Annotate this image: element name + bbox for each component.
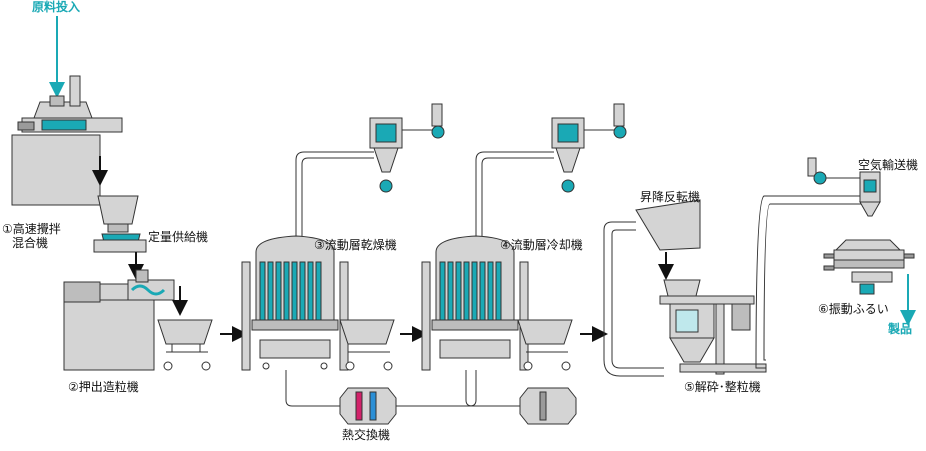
extrusion-granulator: [63, 269, 175, 371]
product-label: 製品: [888, 322, 913, 336]
transfer-cart-3: [517, 319, 573, 371]
heat-exchanger: [339, 387, 397, 425]
extruder-label: ②押出造粒機: [68, 380, 139, 394]
dryer-cyclone: [369, 103, 445, 193]
lift-inverter: [603, 199, 701, 377]
dryer-label: ③流動層乾燥機: [314, 238, 397, 252]
heat-exchanger-label: 熱交換機: [342, 428, 391, 442]
cooler-heat-exchanger: [519, 387, 577, 425]
raw-input-label: 原料投入: [32, 0, 81, 14]
high-speed-mixer: [11, 75, 123, 206]
lifter-label: 昇降反転機: [640, 190, 701, 204]
mixer-label: ①高速攪拌: [2, 222, 61, 236]
transfer-cart-2: [339, 319, 395, 371]
crusher-sizer: [659, 279, 767, 375]
cooler-cyclone: [551, 103, 627, 193]
quantitative-feeder: [93, 195, 147, 253]
feeder-label: 定量供給機: [148, 230, 209, 244]
fluid-bed-dryer: [241, 235, 349, 371]
fluid-bed-cooler: [421, 235, 529, 371]
sieve-label: ⑥振動ふるい: [818, 302, 889, 316]
conveyor-label: 空気輸送機: [858, 158, 919, 172]
cooler-label: ④流動層冷却機: [500, 238, 583, 252]
crusher-label: ⑤解砕･整粒機: [684, 380, 761, 394]
transfer-cart-1: [157, 319, 213, 371]
mixer-label-line2: 混合機: [12, 236, 49, 250]
vibrating-sieve: [823, 239, 915, 295]
pneumatic-conveyor: [807, 157, 881, 217]
